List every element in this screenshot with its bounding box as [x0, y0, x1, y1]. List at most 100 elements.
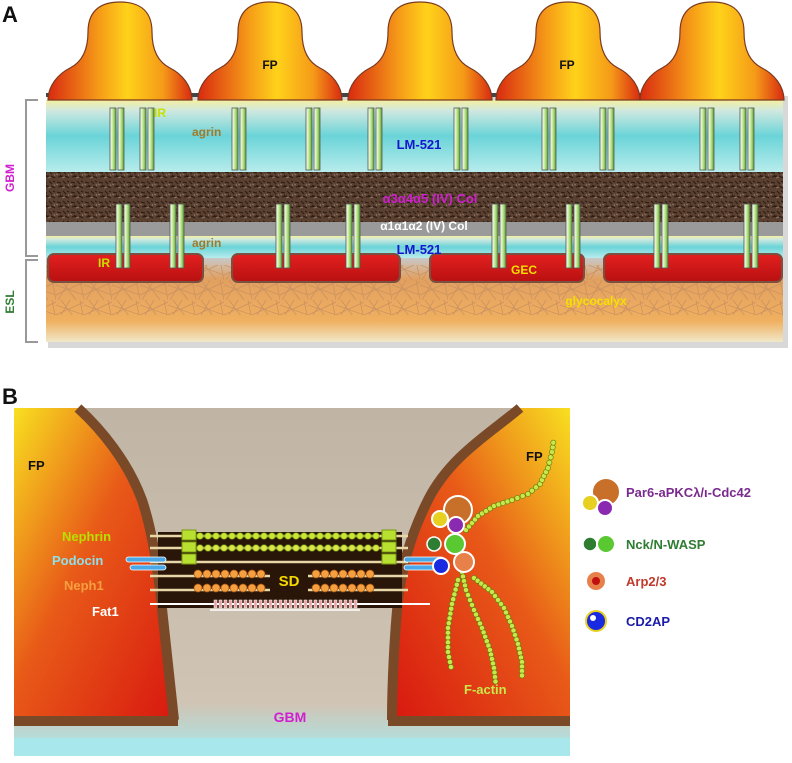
gec-cells [47, 253, 783, 283]
nephrin-bead [292, 544, 300, 552]
f-actin-bead [545, 465, 551, 471]
integrin-rod [305, 107, 313, 171]
nephrin-bead [228, 544, 236, 552]
integrin-rod [573, 203, 581, 269]
nephrin-bead [284, 532, 292, 540]
f-actin-bead [489, 589, 495, 595]
neph1-bead [256, 569, 266, 579]
nephrin-bead [356, 544, 364, 552]
gbm-bracket-label: GBM [3, 164, 17, 192]
nephrin-block [181, 553, 197, 565]
nephrin-bead [340, 532, 348, 540]
foot-process [347, 1, 493, 101]
integrin-rod [565, 203, 573, 269]
neph1-bead [320, 583, 330, 593]
integrin-rod [109, 107, 117, 171]
sd-label-bg [270, 568, 308, 592]
f-actin-bead [467, 597, 473, 603]
neph1-bead [202, 569, 212, 579]
f-actin-bead [533, 484, 539, 491]
gbm-b-cyan [14, 738, 570, 756]
nephrin-bead [252, 532, 260, 540]
fat1-segment [248, 599, 253, 609]
lm521-label-top: LM-521 [397, 137, 442, 152]
f-actin-bead [547, 454, 554, 461]
nephrin-block [381, 541, 397, 553]
integrin-rod [499, 203, 507, 269]
par6-complex-sub [447, 516, 465, 534]
podocin-label: Podocin [52, 553, 103, 568]
integrin-rod [375, 107, 383, 171]
fat1-segment [243, 599, 248, 609]
arp23-icon-core [592, 577, 600, 585]
nephrin-bead [372, 532, 380, 540]
fat1-label: Fat1 [92, 604, 119, 619]
fat1-segment [258, 599, 263, 609]
f-actin-bead [519, 493, 526, 499]
neph1-bead [238, 569, 248, 579]
integrin-rod [699, 107, 707, 171]
neph1-bead [193, 583, 203, 593]
fat1-segment [298, 599, 303, 609]
integrin-rod [353, 203, 361, 269]
gec-label: GEC [511, 263, 537, 277]
nephrin-bead [316, 532, 324, 540]
fat1-segment [293, 599, 298, 609]
nephrin-bead [220, 532, 228, 540]
foot-process [197, 1, 343, 101]
f-actin-bead [549, 444, 556, 451]
fat1-segment [288, 599, 293, 609]
integrin-rod [599, 107, 607, 171]
nephrin-bead [364, 532, 372, 540]
f-actin-bead [550, 439, 557, 446]
legend-nck-label: Nck/N-WASP [626, 537, 706, 552]
f-actin-label: F-actin [464, 682, 507, 697]
f-actin-bead [451, 591, 458, 598]
integrin-rod [275, 203, 283, 269]
panel-b: B FP FP Nephrin Podocin Neph1 Fat1 SD F-… [2, 384, 751, 756]
sd-label: SD [279, 573, 300, 590]
gec-cell [603, 253, 783, 283]
par6-icon-sub [596, 499, 614, 517]
fat1-segment [338, 599, 343, 609]
gec-cell [429, 253, 585, 283]
neph1-bead [220, 569, 230, 579]
f-actin-bead [447, 610, 454, 617]
ir-label-bottom: IR [98, 256, 110, 270]
neph1-bead [365, 569, 375, 579]
nephrin-bead [260, 532, 268, 540]
f-actin-bead [492, 678, 499, 685]
nephrin-bead [316, 544, 324, 552]
f-actin-bead [450, 596, 457, 603]
integrin-rod [541, 107, 549, 171]
integrins-bottom [115, 203, 759, 269]
nephrin-block [181, 541, 197, 553]
lm521-label-bottom: LM-521 [397, 242, 442, 257]
esl-bracket-label: ESL [3, 290, 17, 313]
fp-label: FP [559, 58, 574, 72]
gbm-bracket [25, 99, 38, 257]
foot-process [47, 1, 193, 101]
integrin-rod [283, 203, 291, 269]
neph1-bead [238, 583, 248, 593]
f-actin-bead [525, 491, 531, 497]
integrin-rod [239, 107, 247, 171]
nephrin-bead [196, 532, 204, 540]
fat1-segment [278, 599, 283, 609]
nck-complex [426, 536, 442, 552]
arp23-complex [453, 551, 475, 573]
neph1-bead [356, 569, 366, 579]
f-actin-bead [529, 487, 535, 494]
nephrin-bead [276, 532, 284, 540]
nephrin-bead [228, 532, 236, 540]
f-actin-bead [549, 449, 555, 455]
neph1-bead [229, 583, 239, 593]
par6-complex-sub [431, 510, 449, 528]
nephrin-bead [356, 532, 364, 540]
integrin-rod [231, 107, 239, 171]
sd-beads [193, 532, 380, 609]
neph1-bead [347, 583, 357, 593]
nephrin-bead [204, 544, 212, 552]
par6-icon-sub [581, 494, 599, 512]
integrin-rod [117, 107, 125, 171]
